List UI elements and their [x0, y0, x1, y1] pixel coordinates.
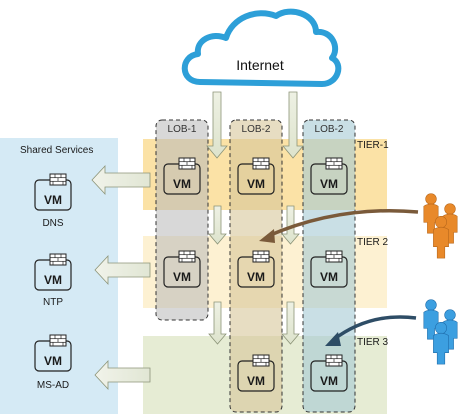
internet-cloud [181, 8, 342, 87]
vm-lob2-tier3-label: VM [247, 374, 265, 388]
orange-users-icon [423, 193, 458, 259]
lob-1-label: LOB-1 [168, 124, 197, 135]
lob-1-column [155, 119, 209, 321]
lob-3-column [302, 119, 356, 413]
orange-users-arrow [259, 208, 419, 243]
lob-2-label: LOB-2 [242, 124, 271, 135]
shared-service-arrows [91, 164, 151, 391]
vm-lob1-tier2-label: VM [173, 270, 191, 284]
lob-3-label: LOB-2 [315, 124, 344, 135]
vm-lob1-tier1-label: VM [173, 177, 191, 191]
shared-services-title: Shared Services [20, 145, 93, 156]
dns-label: DNS [42, 218, 63, 229]
vm-lob3-tier3-label: VM [320, 374, 338, 388]
blue-users-icon [423, 299, 458, 365]
blue-users-arrow [325, 315, 417, 346]
internet-label: Internet [236, 57, 284, 73]
vm-ntp-label: VM [44, 273, 62, 287]
tier-3-label: TIER 3 [357, 337, 389, 348]
vm-lob3-tier2-label: VM [320, 270, 338, 284]
vm-ms-ad-label: VM [44, 354, 62, 368]
internet-down-arrows [206, 91, 304, 345]
lob-2-column [229, 119, 283, 413]
vm-lob3-tier1-label: VM [320, 177, 338, 191]
vm-lob2-tier1-label: VM [247, 177, 265, 191]
tier-2-label: TIER 2 [357, 237, 389, 248]
tier-1-label: TIER-1 [357, 140, 389, 151]
vm-lob2-tier2-label: VM [247, 270, 265, 284]
ms-ad-label: MS-AD [37, 380, 69, 391]
ntp-label: NTP [43, 297, 63, 308]
vm-dns-label: VM [44, 193, 62, 207]
